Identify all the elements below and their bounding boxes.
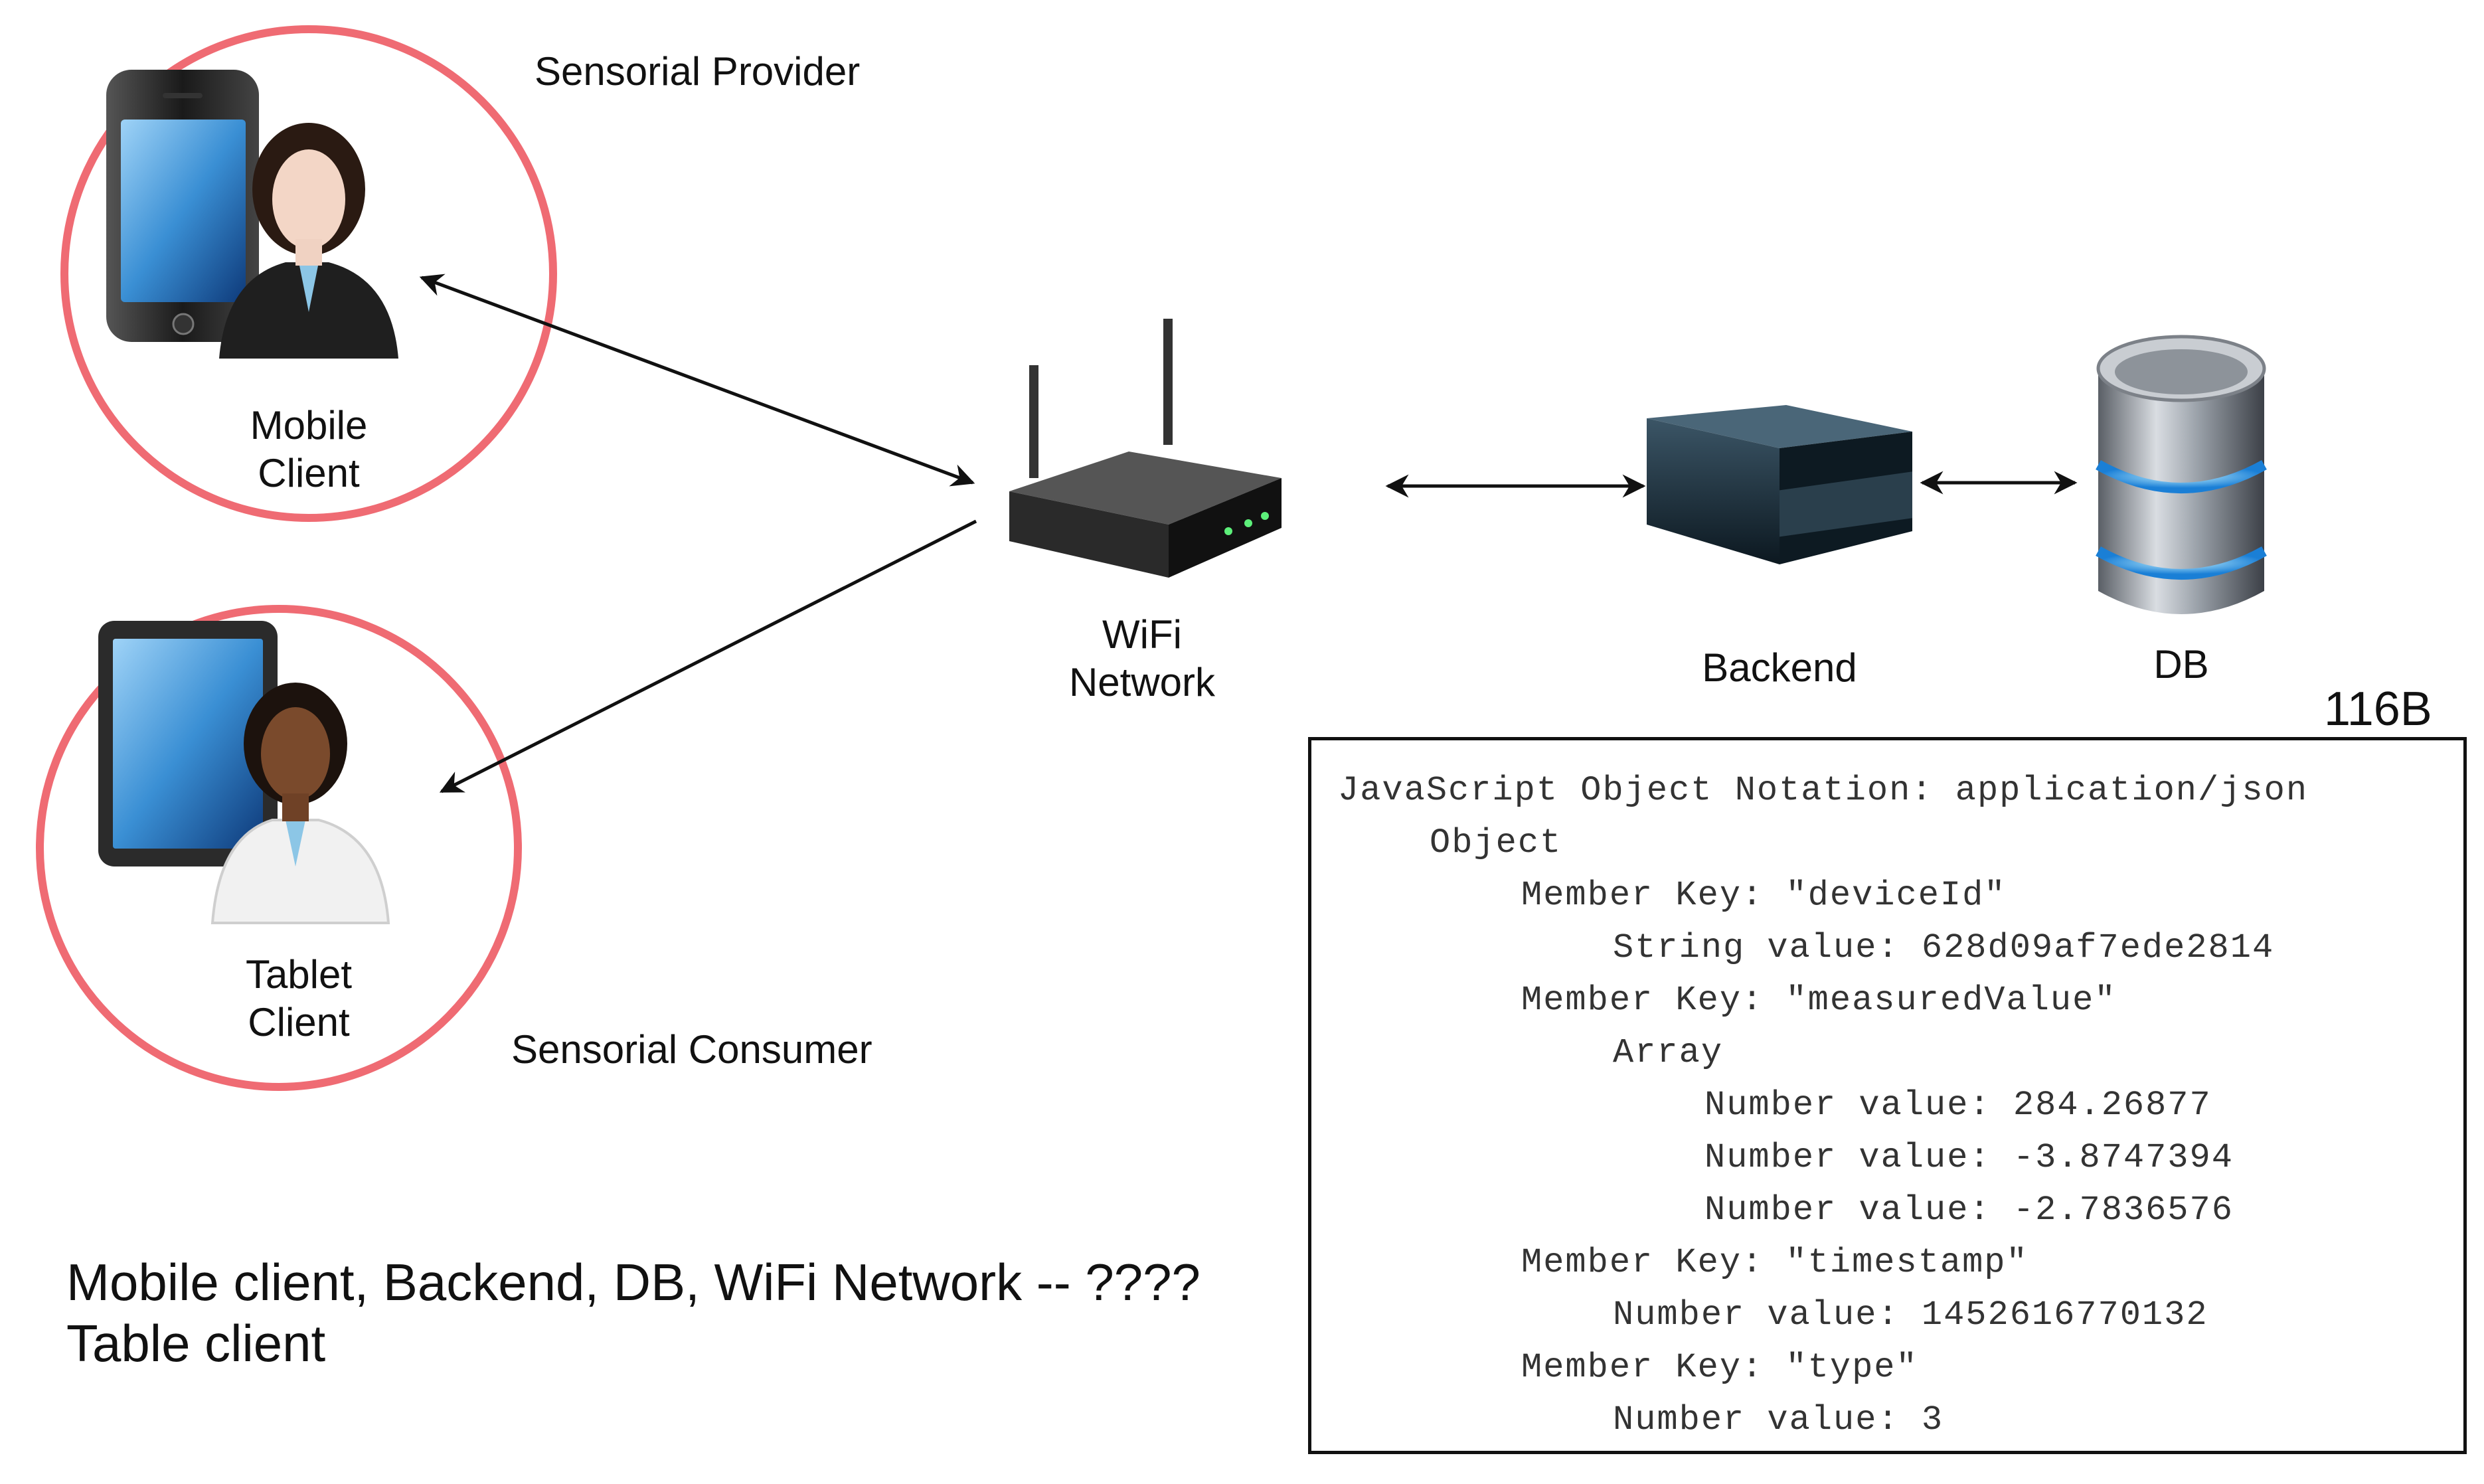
json-tree-line: Number value: 3 (1613, 1400, 1944, 1440)
mobile-client-label: Mobile Client (212, 402, 405, 497)
json-tree-line: Member Key: "deviceId" (1521, 876, 2007, 915)
json-tree-line: Member Key: "type" (1521, 1348, 1918, 1387)
tablet-client-label-line2: Client (248, 1000, 350, 1044)
provider-router-arrow (419, 274, 975, 487)
mobile-client-label-line1: Mobile (250, 403, 368, 448)
json-tree-line: Number value: 1452616770132 (1613, 1295, 2208, 1335)
db-label: DB (2153, 642, 2209, 687)
json-packet-panel: JavaScript Object Notation: application/… (1308, 737, 2467, 1454)
json-tree-line: Member Key: "measuredValue" (1521, 981, 2117, 1020)
json-tree-line: Object (1430, 823, 1562, 863)
smartphone-icon (106, 70, 259, 342)
caption: Mobile client, Backend, DB, WiFi Network… (66, 1252, 1201, 1374)
json-tree-line: Number value: 284.26877 (1704, 1086, 2212, 1125)
json-tree: JavaScript Object Notation: application/… (1338, 764, 2308, 1446)
wifi-router-icon (1009, 319, 1282, 578)
json-tree-line: Number value: -3.8747394 (1704, 1138, 2234, 1177)
backend-label: Backend (1702, 645, 1857, 690)
wifi-network-label-line2: Network (1068, 660, 1216, 704)
tablet-icon (98, 621, 278, 866)
wifi-network-label-line1: WiFi (1102, 612, 1182, 657)
tablet-client-label: Tablet Client (203, 951, 395, 1046)
json-tree-line: Array (1613, 1033, 1724, 1072)
json-tree-line: Member Key: "timestamp" (1521, 1243, 2029, 1282)
json-tree-line: Number value: -2.7836576 (1704, 1191, 2234, 1230)
caption-line1: Mobile client, Backend, DB, WiFi Network… (66, 1253, 1201, 1311)
mobile-client-label-line2: Client (258, 451, 360, 495)
sensorial-provider-label: Sensorial Provider (535, 49, 861, 94)
size-label: 116B (2324, 683, 2432, 736)
json-tree-line: String value: 628d09af7ede2814 (1613, 928, 2275, 967)
database-icon (2096, 335, 2267, 614)
json-tree-line: JavaScript Object Notation: application/… (1338, 771, 2309, 810)
sensorial-consumer-label: Sensorial Consumer (511, 1027, 872, 1072)
businesswoman-icon (210, 683, 390, 924)
consumer-circle (36, 605, 522, 1091)
wifi-network-label: WiFi Network (1036, 611, 1248, 706)
tablet-client-label-line1: Tablet (245, 952, 353, 997)
server-icon (1647, 405, 1912, 564)
caption-line2: Table client (66, 1314, 326, 1372)
router-consumer-arrow (439, 519, 977, 793)
businesswoman-icon (219, 123, 398, 359)
provider-circle (60, 25, 557, 522)
